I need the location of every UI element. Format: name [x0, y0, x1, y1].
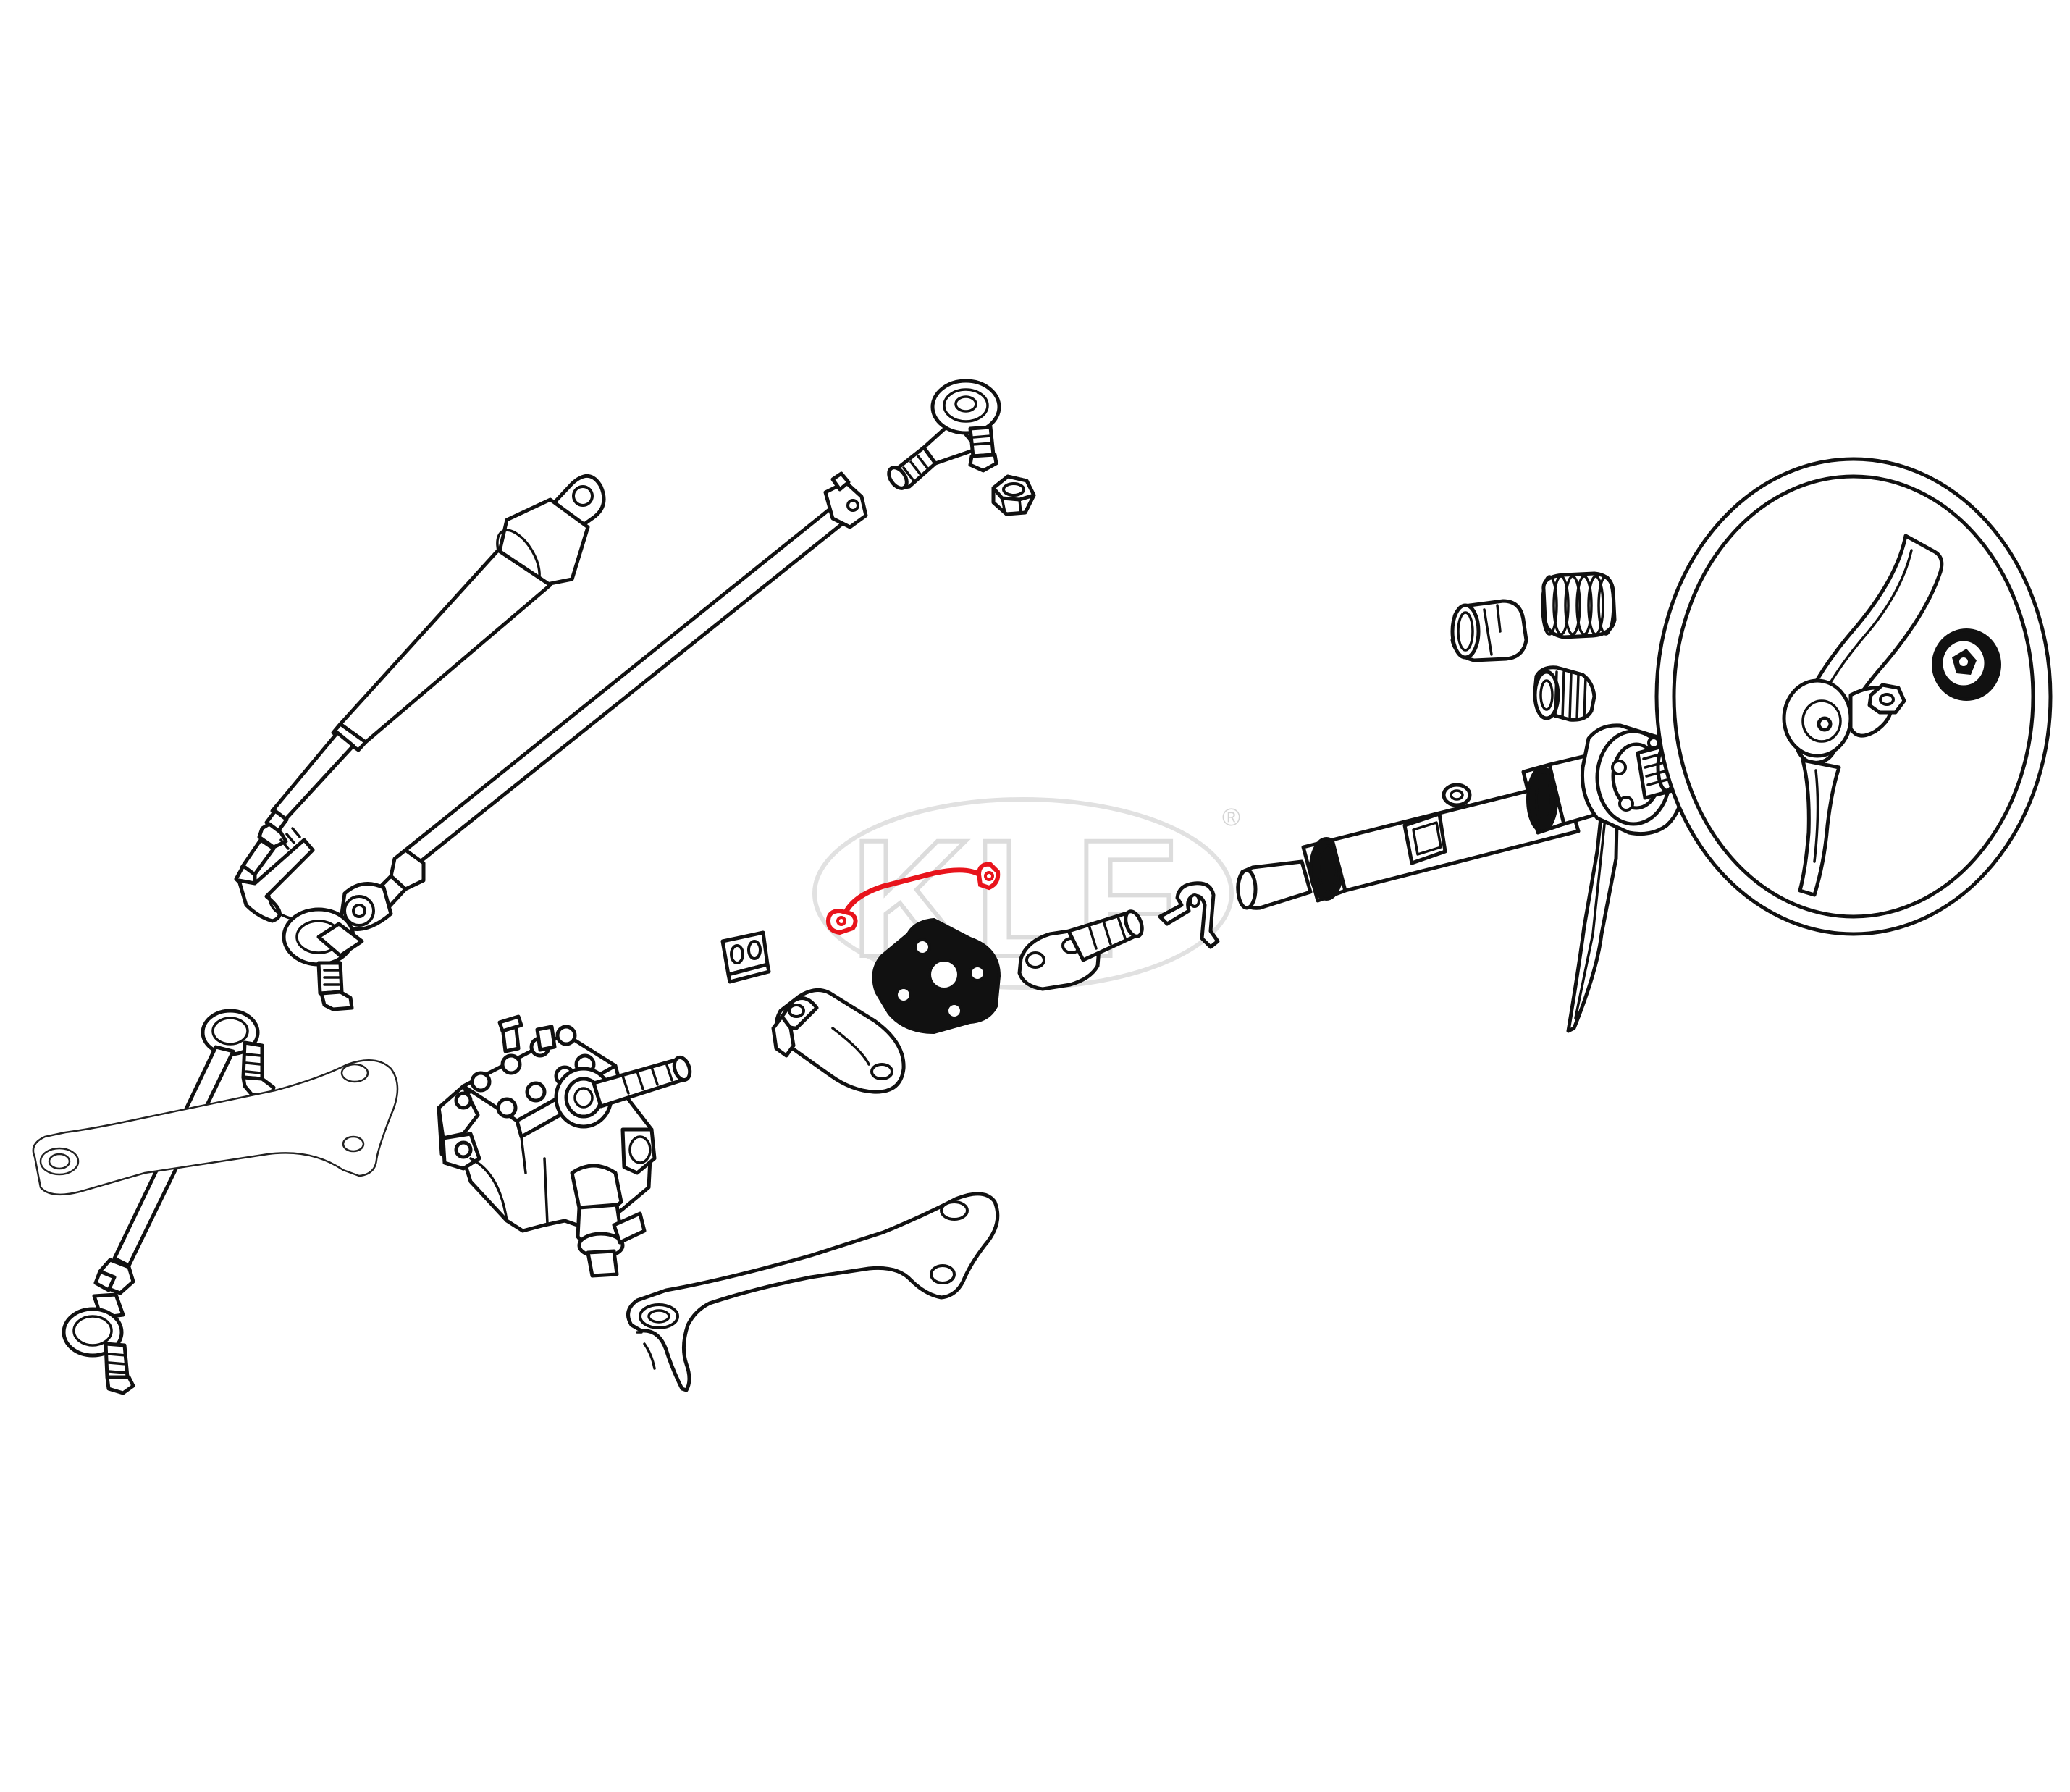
bushing[interactable]: [1450, 599, 1528, 662]
clamp-clip[interactable]: [1158, 881, 1220, 949]
rubber-coupling-disc[interactable]: [872, 917, 1001, 1035]
castle-nut[interactable]: [991, 474, 1036, 516]
turn-signal-switch[interactable]: [1566, 723, 1686, 1033]
clamp-plate[interactable]: [720, 930, 771, 984]
spring[interactable]: [1541, 571, 1617, 639]
tie-rod-long[interactable]: [282, 471, 868, 1011]
drop-arm-lower[interactable]: [32, 1059, 399, 1196]
flange[interactable]: [771, 988, 906, 1094]
steering-damper[interactable]: [234, 474, 606, 923]
ground-strap[interactable]: [825, 862, 1001, 935]
tie-rod-short[interactable]: [62, 1009, 276, 1395]
steering-column[interactable]: [1236, 754, 1601, 910]
steering-wheel[interactable]: [1654, 457, 2053, 936]
horn-button[interactable]: [1932, 628, 2001, 701]
wheel-nut[interactable]: [1867, 683, 1906, 715]
needle-bearing[interactable]: [1533, 665, 1596, 722]
shaft-flange[interactable]: [1017, 909, 1145, 991]
watermark-letter-f: F: [1075, 805, 1177, 991]
tie-rod-end[interactable]: [885, 379, 1001, 492]
drop-arm-upper[interactable]: [626, 1192, 1000, 1392]
steering-gearbox[interactable]: [437, 1014, 692, 1278]
watermark-registered-mark: ®: [1222, 804, 1240, 831]
